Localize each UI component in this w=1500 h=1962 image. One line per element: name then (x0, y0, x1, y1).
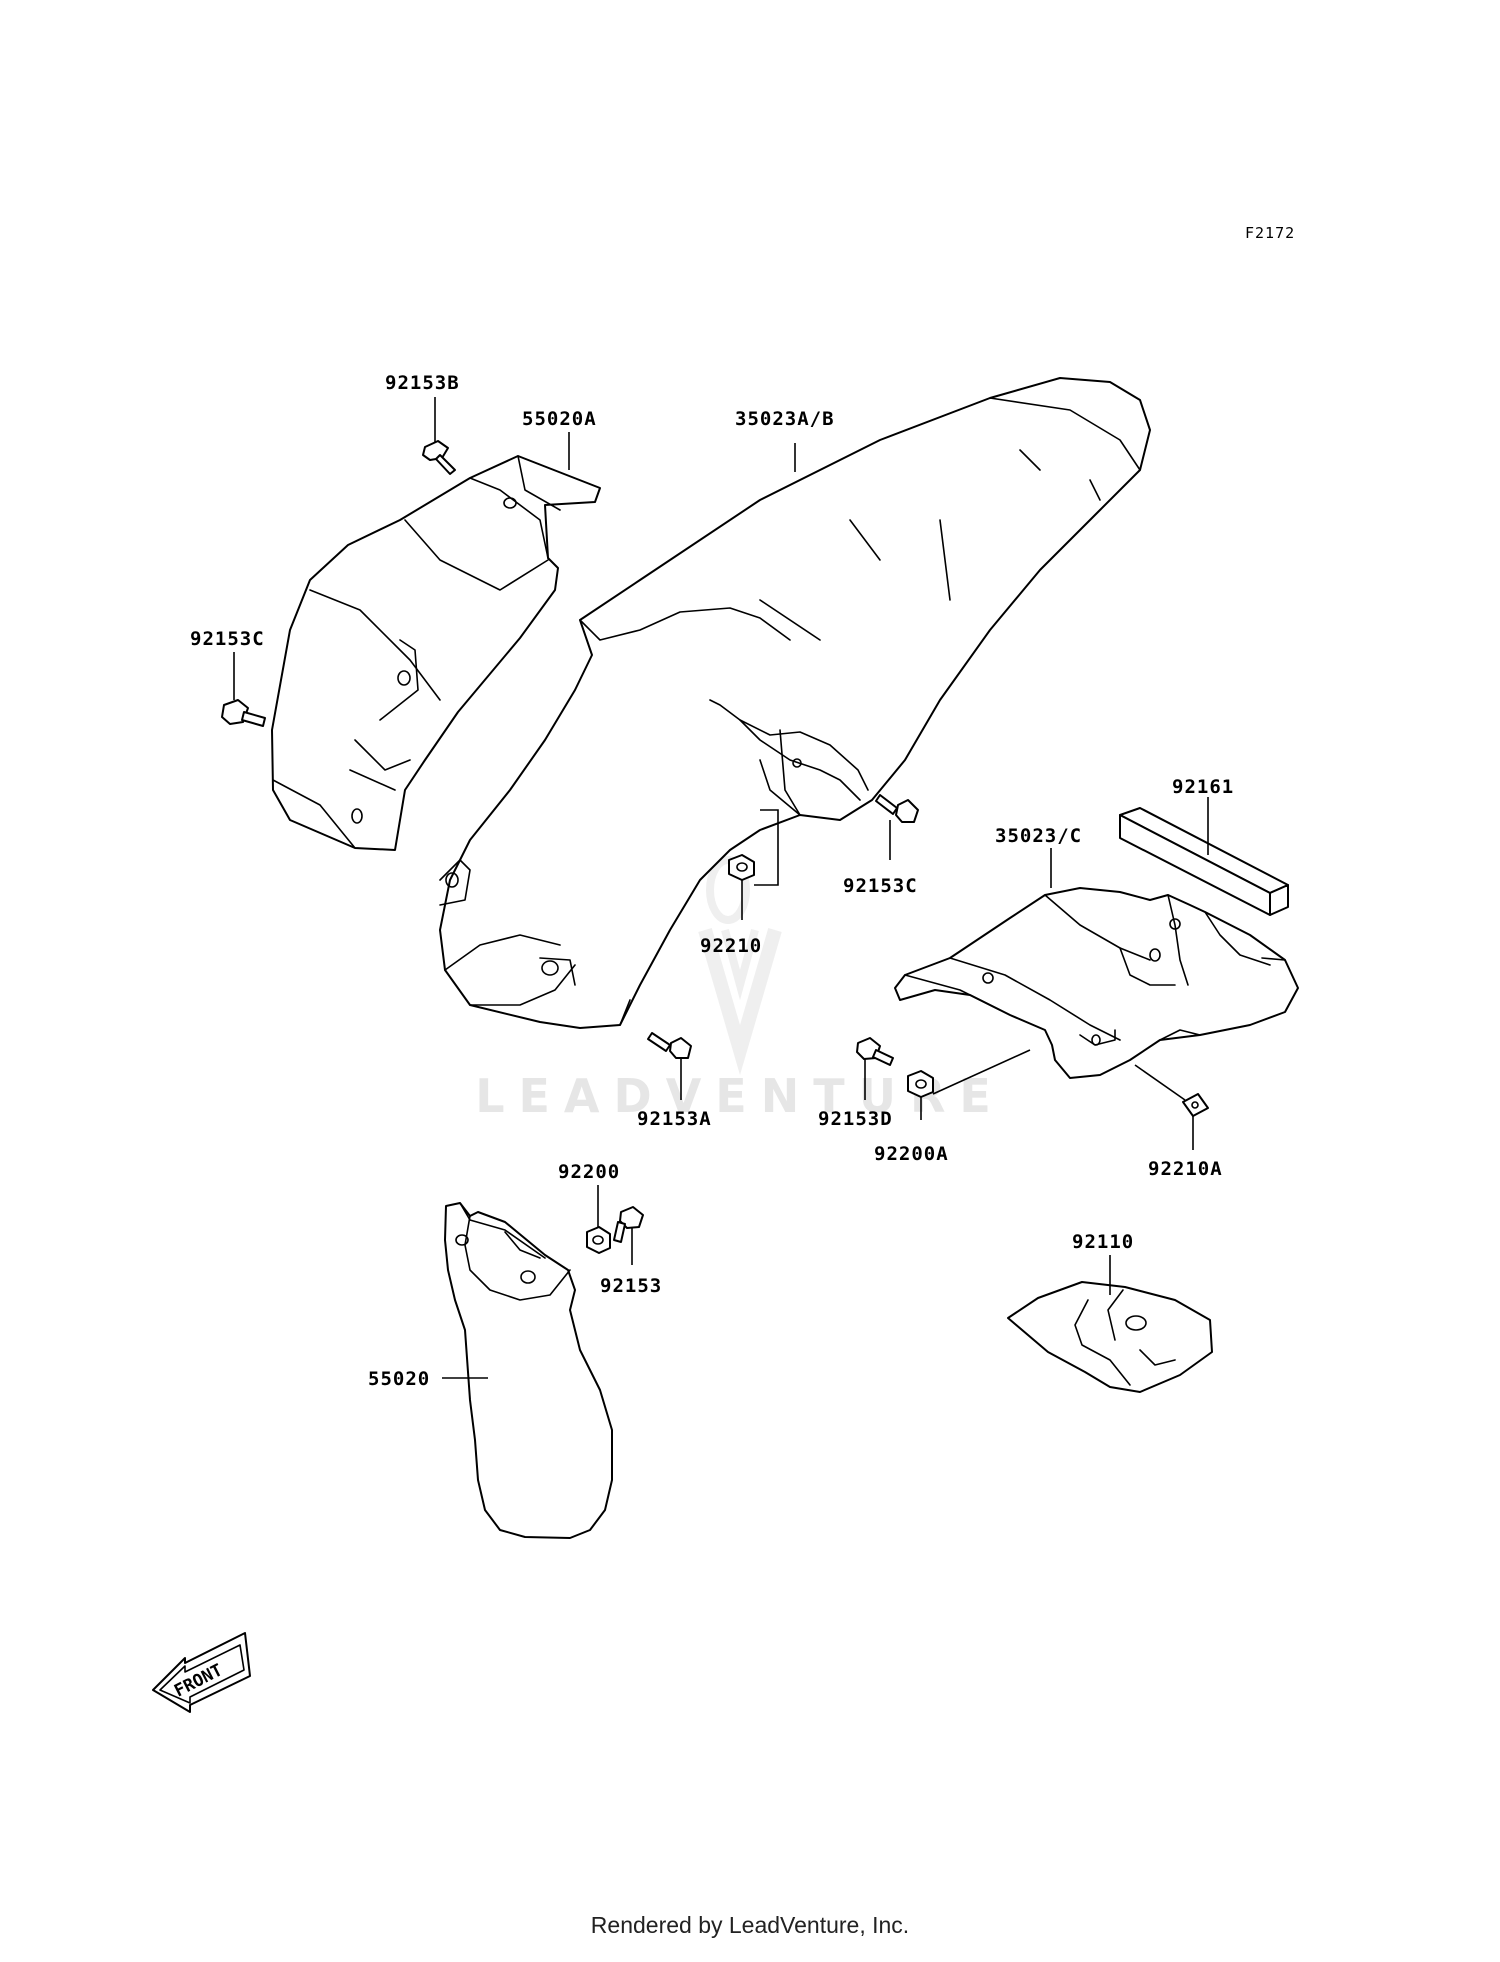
part-92161-block[interactable] (1119, 807, 1289, 916)
nut-92200[interactable] (586, 1226, 611, 1254)
callout-92210[interactable]: 92210 (700, 935, 762, 957)
callout-35023AB[interactable]: 35023A/B (735, 408, 835, 430)
bolt-92153B[interactable] (422, 440, 456, 475)
part-55020A-side-cover[interactable] (271, 455, 601, 851)
callout-92210A[interactable]: 92210A (1148, 1158, 1223, 1180)
callout-92153C-left[interactable]: 92153C (190, 628, 265, 650)
part-92110-pad[interactable] (1007, 1281, 1213, 1393)
callout-92200[interactable]: 92200 (558, 1161, 620, 1183)
part-55020-fork-guard[interactable] (444, 1202, 613, 1539)
callout-92153B[interactable]: 92153B (385, 372, 460, 394)
callout-55020[interactable]: 55020 (368, 1368, 430, 1390)
bolt-92153C-left[interactable] (221, 699, 266, 727)
callout-35023C[interactable]: 35023/C (995, 825, 1082, 847)
callout-55020A[interactable]: 55020A (522, 408, 597, 430)
callout-92110[interactable]: 92110 (1072, 1231, 1134, 1253)
callout-92153D[interactable]: 92153D (818, 1108, 893, 1130)
bolt-92153[interactable] (613, 1206, 644, 1243)
bolt-92153D[interactable] (856, 1037, 894, 1066)
clip-92210A[interactable] (1182, 1093, 1209, 1117)
footer-credit: Rendered by LeadVenture, Inc. (590, 1912, 910, 1938)
callout-92153C-mid[interactable]: 92153C (843, 875, 918, 897)
part-35023C-fender-rear[interactable] (894, 887, 1299, 1079)
watermark-text: LEADVENTURE (475, 1069, 1005, 1123)
watermark-logo (698, 856, 782, 1075)
nut-92200A[interactable] (907, 1070, 934, 1098)
part-35023AB-front-fender[interactable] (439, 377, 1151, 1029)
bolt-92153C-mid[interactable] (875, 794, 919, 823)
leader-lines (233, 397, 1209, 1379)
front-arrow-icon: FRONT (152, 1632, 251, 1713)
callout-92153[interactable]: 92153 (600, 1275, 662, 1297)
figure-code: F2172 (1245, 224, 1295, 242)
bolt-92153A[interactable] (647, 1032, 692, 1059)
callout-92153A[interactable]: 92153A (637, 1108, 712, 1130)
nut-92210[interactable] (728, 854, 755, 881)
callout-92200A[interactable]: 92200A (874, 1143, 949, 1165)
callout-92161[interactable]: 92161 (1172, 776, 1234, 798)
